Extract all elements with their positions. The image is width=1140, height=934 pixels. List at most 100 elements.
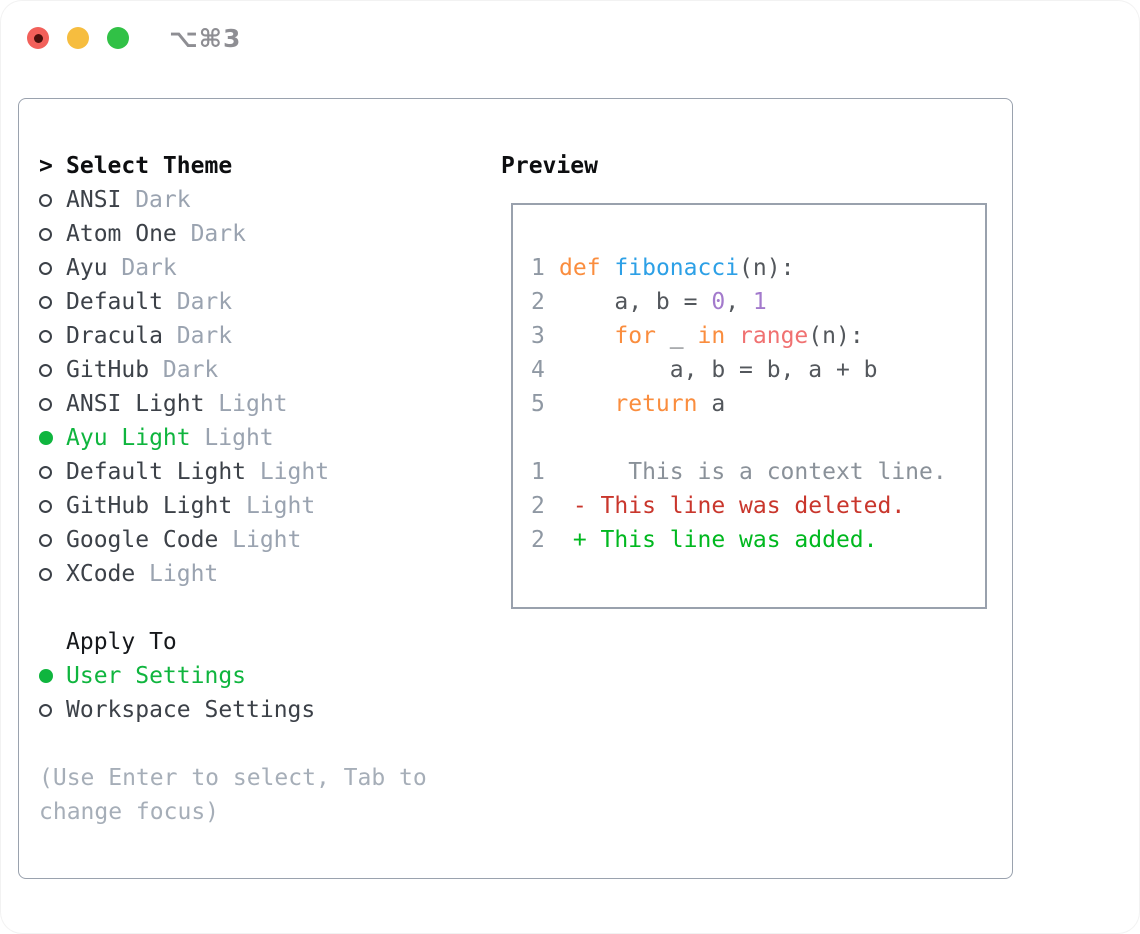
select-theme-title: Select Theme bbox=[66, 153, 233, 179]
radio-icon bbox=[39, 499, 52, 513]
code-token-deleted: - This line was deleted. bbox=[559, 493, 906, 519]
code-token-plain: , bbox=[725, 289, 753, 315]
code-line: 5 return a bbox=[531, 387, 985, 421]
code-line: 3 for _ in range(n): bbox=[531, 319, 985, 353]
radio-col bbox=[39, 397, 66, 411]
code-token-plain bbox=[559, 391, 614, 417]
radio-icon bbox=[39, 397, 52, 411]
preview-title: Preview bbox=[501, 153, 598, 179]
line-number: 2 bbox=[531, 289, 545, 315]
apply-option-label: Workspace Settings bbox=[66, 697, 316, 723]
theme-item-variant: Light bbox=[218, 391, 288, 417]
code-token-builtin: range bbox=[739, 323, 809, 349]
radio-col bbox=[39, 193, 66, 207]
theme-item-google-code[interactable]: Google Code Light bbox=[39, 523, 479, 557]
theme-item-name: Default Light bbox=[66, 459, 247, 485]
radio-col bbox=[39, 499, 66, 513]
theme-item-name: Ayu bbox=[66, 255, 108, 281]
code-token-number: 0 bbox=[711, 289, 726, 315]
theme-item-variant: Light bbox=[232, 527, 302, 553]
minimize-button[interactable] bbox=[67, 27, 89, 49]
code-line: 4 a, b = b, a + b bbox=[531, 353, 985, 387]
theme-item-name: Default bbox=[66, 289, 163, 315]
close-button-dot-icon bbox=[33, 33, 43, 43]
theme-item-name: ANSI bbox=[66, 187, 122, 213]
code-token-plain: _ bbox=[655, 323, 698, 349]
apply-option-user-settings[interactable]: User Settings bbox=[39, 659, 479, 693]
code-line-content: def fibonacci(n): bbox=[559, 255, 794, 281]
code-token-context: This is a context line. bbox=[559, 459, 947, 485]
theme-item-name: Google Code bbox=[66, 527, 219, 553]
radio-col bbox=[39, 329, 66, 343]
apply-option-workspace-settings[interactable]: Workspace Settings bbox=[39, 693, 479, 727]
theme-item-default[interactable]: Default Dark bbox=[39, 285, 479, 319]
code-line bbox=[531, 421, 985, 455]
theme-item-ayu-light[interactable]: Ayu Light Light bbox=[39, 421, 479, 455]
theme-item-variant: Dark bbox=[176, 289, 233, 315]
radio-icon bbox=[39, 363, 52, 377]
theme-item-default-light[interactable]: Default Light Light bbox=[39, 455, 479, 489]
code-line-content: This is a context line. bbox=[559, 459, 947, 485]
radio-col bbox=[39, 703, 66, 717]
code-token-keyword: return bbox=[614, 391, 698, 417]
hint-line-1: (Use Enter to select, Tab to bbox=[39, 765, 427, 791]
code-token-plain: (n): bbox=[808, 323, 864, 349]
theme-item-name: Ayu Light bbox=[66, 425, 191, 451]
radio-col bbox=[39, 227, 66, 241]
line-number: 5 bbox=[531, 391, 545, 417]
theme-item-variant: Dark bbox=[135, 187, 191, 213]
code-line: 1 This is a context line. bbox=[531, 455, 985, 489]
code-line: 2 + This line was added. bbox=[531, 523, 985, 557]
zoom-button[interactable] bbox=[107, 27, 129, 49]
radio-icon bbox=[39, 227, 52, 241]
theme-item-ansi[interactable]: ANSI Dark bbox=[39, 183, 479, 217]
line-number: 2 bbox=[531, 493, 545, 519]
theme-item-dracula[interactable]: Dracula Dark bbox=[39, 319, 479, 353]
radio-icon bbox=[39, 261, 52, 275]
theme-item-variant: Light bbox=[204, 425, 274, 451]
radio-col bbox=[39, 363, 66, 377]
code-line: 2 a, b = 0, 1 bbox=[531, 285, 985, 319]
theme-item-name: XCode bbox=[66, 561, 136, 587]
code-token-plain bbox=[601, 255, 615, 281]
code-token-keyword: for bbox=[614, 323, 656, 349]
select-theme-header: > Select Theme bbox=[39, 149, 479, 183]
radio-col bbox=[39, 669, 66, 683]
spacer bbox=[39, 727, 479, 761]
code-token-keyword: in bbox=[697, 323, 726, 349]
radio-col bbox=[39, 295, 66, 309]
code-line-content: - This line was deleted. bbox=[559, 493, 905, 519]
code-token-function: fibonacci bbox=[614, 255, 740, 281]
line-number: 3 bbox=[531, 323, 545, 349]
radio-col bbox=[39, 261, 66, 275]
line-number: 4 bbox=[531, 357, 545, 383]
code-line-content: for _ in range(n): bbox=[559, 323, 864, 349]
radio-icon bbox=[39, 193, 52, 207]
apply-to-header: Apply To bbox=[39, 625, 479, 659]
theme-item-name: Dracula bbox=[66, 323, 163, 349]
apply-to-title: Apply To bbox=[66, 629, 177, 655]
radio-icon bbox=[39, 567, 52, 581]
theme-item-variant: Dark bbox=[176, 323, 233, 349]
radio-selected-icon bbox=[39, 669, 53, 683]
radio-selected-icon bbox=[39, 431, 53, 445]
traffic-light-group bbox=[27, 27, 147, 49]
code-token-added: + This line was added. bbox=[559, 527, 878, 553]
radio-col bbox=[39, 465, 66, 479]
radio-icon bbox=[39, 329, 52, 343]
code-line-content: a, b = b, a + b bbox=[559, 357, 878, 383]
code-token-plain bbox=[725, 323, 739, 349]
theme-item-variant: Light bbox=[259, 459, 330, 485]
close-button[interactable] bbox=[27, 27, 49, 49]
radio-icon bbox=[39, 295, 52, 309]
spacer bbox=[39, 591, 479, 625]
